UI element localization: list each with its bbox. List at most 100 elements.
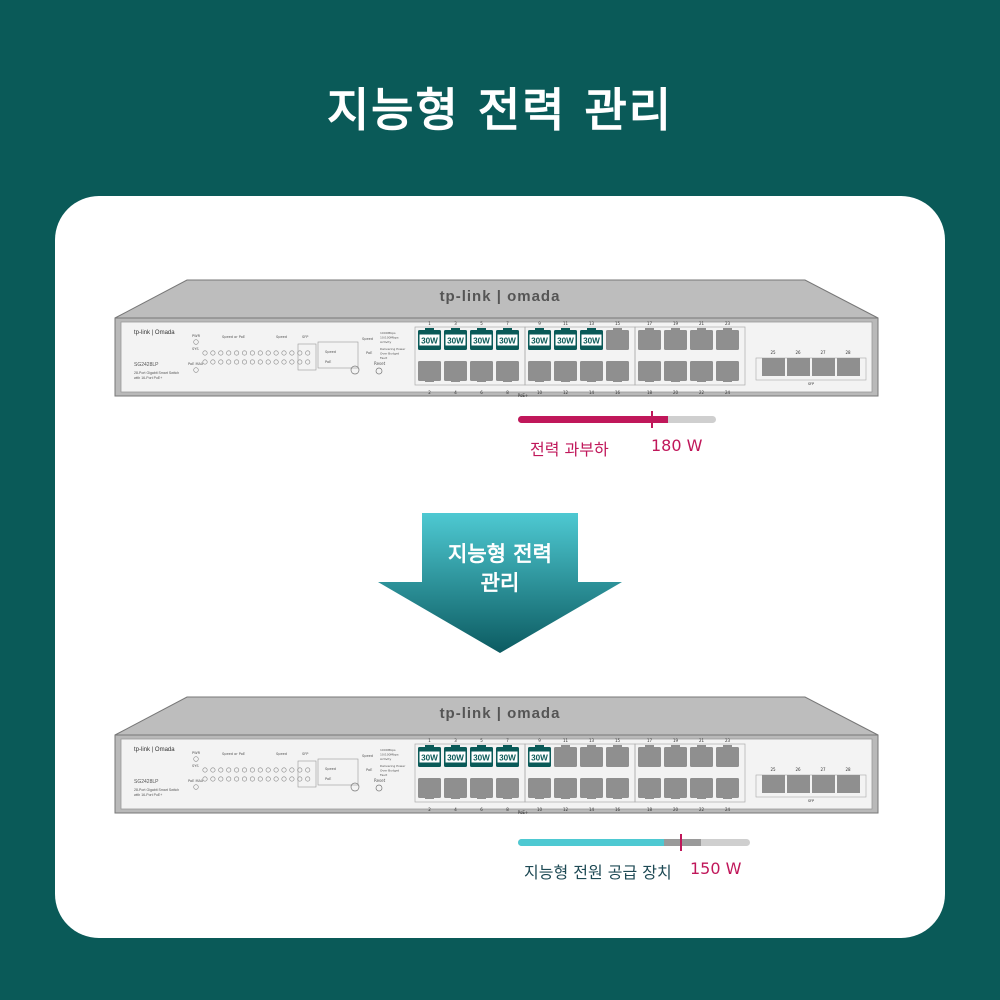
port-latch [613,328,622,331]
port-latch [535,745,544,748]
port-number-top: 21 [699,321,705,326]
poe-plus-label: PoE+ [518,810,529,815]
port-led [281,776,287,782]
port-led [273,776,279,782]
port [580,361,603,381]
port-power-label: 30W [473,337,490,346]
port-power-badge [445,334,466,346]
arrow-label-line2: 관리 [480,571,520,595]
port-latch [645,379,654,382]
port-number-bottom: 18 [647,390,653,395]
mode-poe-label: PoE [325,360,331,364]
port [664,361,687,381]
port-latch [613,745,622,748]
port-power-label: 30W [421,337,438,346]
speed-legend-item: 10/100Mbps [380,753,399,757]
port [606,747,629,767]
port-latch [671,379,680,382]
sfp-slot [762,775,785,793]
port-led [226,767,232,773]
port-led [210,776,216,782]
port-latch [723,745,732,748]
port-led [265,359,271,365]
port-latch [477,379,486,382]
poe-max-led [193,784,199,790]
port-led [218,776,224,782]
port-latch [535,328,544,331]
managed-watt-label: 150 W [690,859,742,878]
port-power-badge [471,334,492,346]
power-budget-marker [650,411,653,428]
port-latch [697,796,706,799]
port-number-bottom: 16 [615,807,621,812]
port-latch [723,328,732,331]
port-number-top: 7 [506,321,509,326]
poe-legend-item: Delivering Power [380,764,406,768]
port-led [265,350,271,356]
sfp-group-label: SFP [302,335,308,339]
port [496,361,519,381]
sfp-number: 25 [770,767,776,772]
description-line1: 28-Port Gigabit Smart Switch [134,371,179,375]
sfp-number: 26 [795,767,801,772]
port [716,747,739,767]
port [664,330,687,350]
mode-button-box [317,341,359,369]
port-power-badge [581,334,602,346]
sfp-label: SFP [808,799,814,803]
port-power-label: 30W [531,337,548,346]
sfp-slot [837,358,860,376]
port [638,778,661,798]
sfp-slot [762,358,785,376]
port-latch [645,328,654,331]
port-latch [587,745,596,748]
port-number-top: 3 [454,321,457,326]
speed-legend-item: 1000Mbps [380,331,396,335]
port-latch [451,379,460,382]
port-latch [723,379,732,382]
port-power-label: 30W [447,754,464,763]
poe-max-led [193,367,199,373]
port [690,361,713,381]
speed-group-label: Speed [276,335,287,339]
port-power-label: 30W [499,337,516,346]
port-latch [503,379,512,382]
port-led [305,359,311,365]
port-led [265,767,271,773]
port-number-top: 11 [563,321,569,326]
port-latch [451,796,460,799]
mode-button-box [317,758,359,786]
port-group-frame [634,743,746,803]
port [444,361,467,381]
port-number-bottom: 20 [673,807,679,812]
port-led [289,350,295,356]
port [528,361,551,381]
port-latch [425,379,434,382]
port-number-bottom: 10 [537,390,543,395]
port-led [273,767,279,773]
brand-logo-small: tp-link | Omada [134,747,175,753]
power-bar-managed [518,834,750,851]
port-led [289,359,295,365]
sfp-frame [755,357,867,381]
port-number-bottom: 14 [589,390,595,395]
arrow-label: 지능형 전력 관리 [420,540,580,598]
port-latch [561,796,570,799]
port-power-badge [497,334,518,346]
port-led [289,767,295,773]
port-latch [645,796,654,799]
port-led [297,350,303,356]
port-power-label: 30W [499,754,516,763]
port-led [249,359,255,365]
port-led [218,767,224,773]
port-power-badge [497,751,518,763]
port-led [242,350,248,356]
port-latch [723,796,732,799]
port-power-label: 30W [557,337,574,346]
port-led [218,359,224,365]
port-number-top: 13 [589,738,595,743]
overload-watt-label: 180 W [651,436,703,455]
port [716,330,739,350]
port-power-label: 30W [447,337,464,346]
port-led [273,350,279,356]
